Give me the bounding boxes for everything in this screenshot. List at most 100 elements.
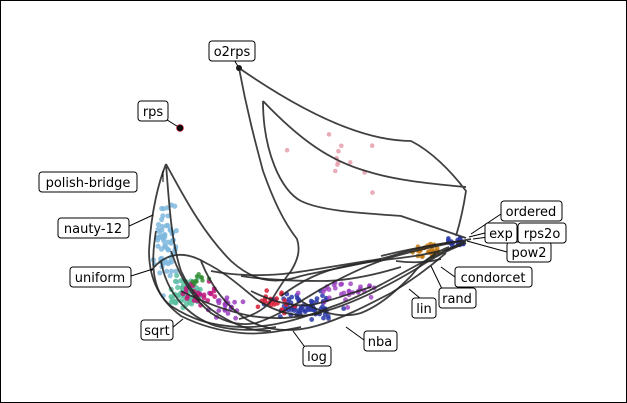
point-teal xyxy=(175,284,181,291)
point-navy xyxy=(286,296,292,302)
label-rps: rps xyxy=(137,100,169,122)
point-light-blue xyxy=(155,222,162,228)
label-rand: rand xyxy=(438,287,477,309)
point-light-blue xyxy=(155,243,161,249)
point-pink xyxy=(348,160,353,165)
marker-rps xyxy=(176,124,184,132)
point-pink xyxy=(339,143,344,149)
point-purple xyxy=(240,299,246,305)
label-rps2o: rps2o xyxy=(517,222,567,244)
point-magenta xyxy=(208,290,214,296)
point-navy xyxy=(308,298,314,304)
point-violet xyxy=(346,288,352,294)
point-magenta xyxy=(197,291,203,297)
point-pink xyxy=(370,190,375,195)
svg-text:uniform: uniform xyxy=(75,271,125,286)
point-light-blue xyxy=(164,268,170,274)
svg-text:rand: rand xyxy=(442,292,472,307)
svg-text:ordered: ordered xyxy=(506,205,557,220)
point-violet xyxy=(345,305,351,310)
trajectory-condorcet xyxy=(380,238,472,264)
label-condorcet: condorcet xyxy=(454,266,533,288)
svg-text:sqrt: sqrt xyxy=(144,324,169,339)
point-navy xyxy=(341,306,347,311)
point-purple xyxy=(224,295,230,301)
label-boxes: o2rps rps polish-bridge nauty-12 uniform… xyxy=(38,40,567,367)
trajectory-paths xyxy=(148,67,472,335)
label-ordered: ordered xyxy=(500,200,563,222)
label-exp: exp xyxy=(484,222,518,244)
point-purple xyxy=(215,298,221,304)
point-light-blue xyxy=(155,226,161,232)
label-uniform: uniform xyxy=(69,266,132,288)
point-teal xyxy=(174,272,180,279)
point-red xyxy=(282,298,287,303)
svg-text:rps: rps xyxy=(143,105,164,120)
svg-text:nauty-12: nauty-12 xyxy=(64,222,122,237)
point-violet xyxy=(295,290,301,296)
point-light-blue xyxy=(160,213,166,219)
svg-text:rps2o: rps2o xyxy=(524,227,561,242)
leader-nauty-12 xyxy=(126,214,154,228)
point-violet xyxy=(326,295,332,301)
point-violet xyxy=(331,282,337,288)
point-purple xyxy=(225,311,231,316)
svg-text:log: log xyxy=(307,350,327,365)
point-pink xyxy=(336,148,341,154)
leader-condorcet xyxy=(440,266,456,278)
point-purple xyxy=(233,315,239,321)
point-light-blue xyxy=(155,234,161,241)
point-navy xyxy=(321,315,326,321)
point-pink xyxy=(284,147,290,153)
point-navy xyxy=(314,296,320,301)
svg-text:condorcet: condorcet xyxy=(461,271,526,286)
point-green xyxy=(194,274,200,279)
marker-o2rps xyxy=(236,65,242,71)
label-sqrt: sqrt xyxy=(140,319,174,341)
point-red xyxy=(274,296,280,301)
label-pow2: pow2 xyxy=(506,241,552,263)
point-light-blue xyxy=(165,239,171,245)
label-nba: nba xyxy=(363,330,398,352)
point-navy xyxy=(320,293,325,299)
point-light-blue xyxy=(159,205,165,212)
point-navy xyxy=(300,307,305,313)
label-o2rps: o2rps xyxy=(208,40,256,62)
point-pink xyxy=(369,143,375,148)
point-light-blue xyxy=(162,232,168,238)
point-light-blue xyxy=(167,273,173,279)
leader-lin xyxy=(408,288,422,300)
svg-text:pow2: pow2 xyxy=(511,246,546,261)
point-purple xyxy=(232,299,238,305)
point-navy-cluster xyxy=(446,236,451,241)
point-red xyxy=(264,288,270,293)
point-magenta xyxy=(212,294,218,299)
svg-text:o2rps: o2rps xyxy=(214,45,251,60)
point-teal xyxy=(172,299,179,305)
svg-text:lin: lin xyxy=(416,302,431,317)
trajectory-misc xyxy=(210,258,402,307)
leader-sqrt xyxy=(171,318,184,329)
point-navy xyxy=(326,316,331,321)
trajectory-nba xyxy=(280,242,467,317)
trajectory-o2rps xyxy=(238,67,467,320)
point-violet xyxy=(358,284,363,290)
leader-uniform xyxy=(130,268,154,277)
point-violet xyxy=(348,281,353,287)
point-pink xyxy=(333,168,338,174)
point-light-blue xyxy=(157,270,163,276)
point-green xyxy=(190,279,195,284)
anchor-markers xyxy=(176,65,242,132)
label-log: log xyxy=(302,345,332,367)
leader-pow2 xyxy=(466,240,508,253)
svg-text:polish-bridge: polish-bridge xyxy=(46,176,131,191)
point-light-blue xyxy=(173,268,179,274)
leader-exp xyxy=(468,232,486,238)
leader-rand xyxy=(430,265,444,292)
point-magenta xyxy=(191,298,197,303)
point-red xyxy=(255,304,261,310)
point-violet xyxy=(368,294,374,300)
svg-text:exp: exp xyxy=(489,227,513,242)
trajectory-sqrt xyxy=(160,240,462,331)
